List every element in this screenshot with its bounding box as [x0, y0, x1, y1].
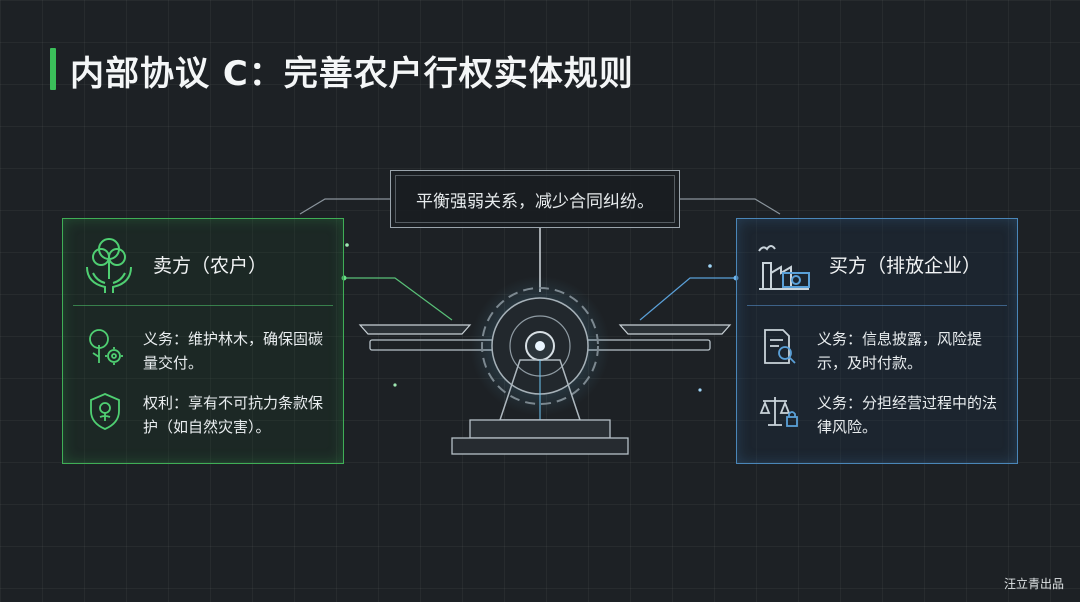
buyer-disclosure-text: 义务：信息披露，风险提示，及时付款。 [817, 327, 1007, 375]
shield-plant-icon [85, 391, 125, 431]
watermark: 汪立青出品 [1004, 575, 1064, 592]
buyer-panel: 买方（排放企业） 义务：信息披露，风险提示，及时付款。 [736, 218, 1018, 464]
buyer-disclosure-item: 义务：信息披露，风险提示，及时付款。 [737, 323, 1017, 383]
seller-label: 卖方（农户） [153, 251, 267, 278]
buyer-risk-item: 义务：分担经营过程中的法律风险。 [737, 387, 1017, 447]
seller-header: 卖方（农户） [63, 219, 343, 305]
buyer-label: 买方（排放企业） [829, 251, 981, 278]
scale-lock-icon [759, 391, 799, 431]
seller-right-item: 权利：享有不可抗力条款保护（如自然灾害）。 [63, 387, 343, 447]
tree-gear-icon [85, 327, 125, 367]
buyer-risk-text: 义务：分担经营过程中的法律风险。 [817, 391, 1007, 439]
seller-divider [73, 305, 333, 306]
document-search-icon [759, 327, 799, 367]
seller-panel: 卖方（农户） 义务：维护林木，确保固碳量交付。 权利：享 [62, 218, 344, 464]
buyer-header: 买方（排放企业） [737, 219, 1017, 305]
summary-box: 平衡强弱关系，减少合同纠纷。 [390, 170, 680, 228]
buyer-divider [747, 305, 1007, 306]
seller-right-text: 权利：享有不可抗力条款保护（如自然灾害）。 [143, 391, 333, 439]
hands-tree-icon [79, 233, 139, 295]
seller-obligation-item: 义务：维护林木，确保固碳量交付。 [63, 323, 343, 383]
seller-obligation-text: 义务：维护林木，确保固碳量交付。 [143, 327, 333, 375]
factory-money-icon [753, 233, 813, 295]
summary-text: 平衡强弱关系，减少合同纠纷。 [416, 187, 654, 212]
